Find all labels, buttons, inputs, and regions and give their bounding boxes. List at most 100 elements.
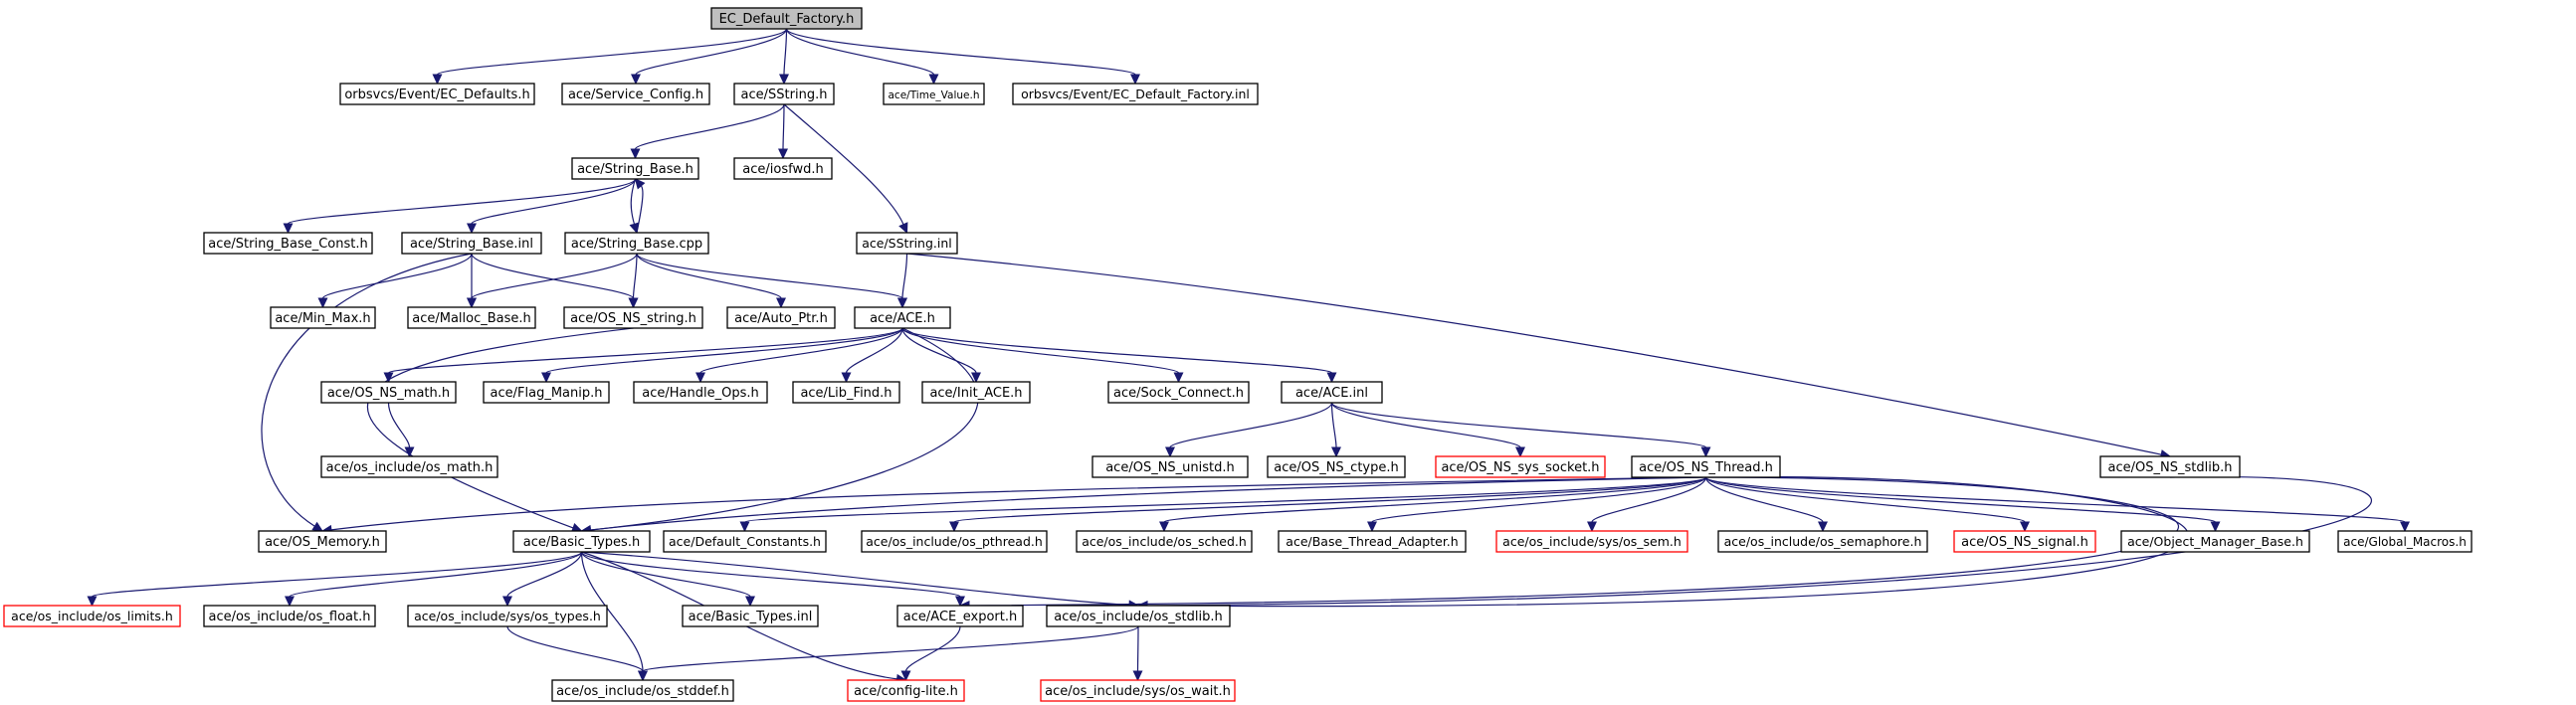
node-label-lib_find: ace/Lib_Find.h [800,386,892,401]
node-os_ns_string[interactable]: ace/OS_NS_string.h [563,306,703,329]
node-label-sstring_inl: ace/SString.inl [862,236,952,251]
node-os_ns_ctype[interactable]: ace/OS_NS_ctype.h [1267,455,1406,478]
node-ace_inl[interactable]: ace/ACE.inl [1281,381,1383,404]
node-box-sstring_inl [856,232,958,255]
node-label-ace_export: ace/ACE_export.h [903,610,1017,624]
arrowhead-os_ns_math-to-os_math [404,446,415,458]
node-os_float[interactable]: ace/os_include/os_float.h [203,605,376,627]
edge-string_base_h-to-string_base_cpp [630,178,637,225]
node-sstring_inl[interactable]: ace/SString.inl [856,232,958,255]
arrowhead-ace_h-to-handle_ops [695,372,705,384]
edge-ace_h-to-ace_inl [901,327,1333,374]
node-string_base_cpp[interactable]: ace/String_Base.cpp [564,232,709,255]
node-box-root [710,7,863,30]
edge-os_ns_thread-to-base_thread_adapter [1371,476,1707,523]
node-os_limits[interactable]: ace/os_include/os_limits.h [3,605,181,627]
node-os_stdlib[interactable]: ace/os_include/os_stdlib.h [1046,605,1231,627]
edge-os_ns_thread-to-os_sched [1163,476,1707,523]
node-time_value[interactable]: ace/Time_Value.h [883,83,985,105]
edge-os_types-to-os_stddef [506,625,644,672]
arrowhead-string_base_inl-to-os_memory [311,521,324,532]
node-ec_defaults[interactable]: orbsvcs/Event/EC_Defaults.h [339,83,535,105]
node-os_memory[interactable]: ace/OS_Memory.h [258,530,387,553]
node-os_stddef[interactable]: ace/os_include/os_stddef.h [551,679,734,702]
node-box-os_stddef [551,679,734,702]
node-base_thread_adapter[interactable]: ace/Base_Thread_Adapter.h [1278,530,1467,553]
node-os_ns_signal[interactable]: ace/OS_NS_signal.h [1953,530,2096,553]
arrowhead-string_base_h-to-string_base_const [283,223,294,235]
node-box-os_math [320,455,498,478]
node-box-global_macros [2337,530,2473,553]
node-os_sched[interactable]: ace/os_include/os_sched.h [1076,530,1253,553]
arrowhead-ace_h-to-flag_manip [541,372,551,384]
node-os_ns_sys_socket[interactable]: ace/OS_NS_sys_socket.h [1435,455,1606,478]
node-default_constants[interactable]: ace/Default_Constants.h [663,530,827,553]
edge-root-to-time_value [785,28,935,76]
node-os_math[interactable]: ace/os_include/os_math.h [320,455,498,478]
node-init_ace[interactable]: ace/Init_ACE.h [921,381,1031,404]
node-label-base_thread_adapter: ace/Base_Thread_Adapter.h [1286,534,1458,549]
node-box-ace_export [896,605,1024,627]
node-min_max[interactable]: ace/Min_Max.h [270,306,376,329]
node-object_manager_base[interactable]: ace/Object_Manager_Base.h [2120,530,2310,553]
node-basic_types_h[interactable]: ace/Basic_Types.h [512,530,651,553]
node-label-os_ns_string: ace/OS_NS_string.h [570,311,696,326]
node-os_sem[interactable]: ace/os_include/sys/os_sem.h [1495,530,1688,553]
node-box-lib_find [792,381,900,404]
node-lib_find[interactable]: ace/Lib_Find.h [792,381,900,404]
node-box-malloc_base [407,306,536,329]
nodes-layer: EC_Default_Factory.h orbsvcs/Event/EC_Def… [3,7,2473,702]
node-os_ns_unistd[interactable]: ace/OS_NS_unistd.h [1091,455,1249,478]
node-box-config_lite [847,679,965,702]
node-os_types[interactable]: ace/os_include/sys/os_types.h [407,605,608,627]
edge-string_base_inl-to-os_ns_string [471,253,635,299]
edge-basic_types_h-to-os_stddef [580,551,644,672]
node-basic_types_inl[interactable]: ace/Basic_Types.inl [682,605,819,627]
node-label-string_base_cpp: ace/String_Base.cpp [571,237,702,252]
node-os_semaphore[interactable]: ace/os_include/os_semaphore.h [1717,530,1928,553]
node-string_base_const[interactable]: ace/String_Base_Const.h [203,232,373,255]
node-handle_ops[interactable]: ace/Handle_Ops.h [633,381,768,404]
node-ace_export[interactable]: ace/ACE_export.h [896,605,1024,627]
node-global_macros[interactable]: ace/Global_Macros.h [2337,530,2473,553]
node-string_base_inl[interactable]: ace/String_Base.inl [401,232,542,255]
node-iosfwd[interactable]: ace/iosfwd.h [733,157,833,180]
node-box-os_sem [1495,530,1688,553]
node-sstring_h[interactable]: ace/SString.h [733,83,835,105]
node-label-basic_types_inl: ace/Basic_Types.inl [689,610,813,624]
node-os_pthread[interactable]: ace/os_include/os_pthread.h [861,530,1048,553]
node-sock_connect[interactable]: ace/Sock_Connect.h [1107,381,1250,404]
arrowhead-os_stdlib-to-os_stddef [638,670,648,682]
node-box-os_ns_sys_socket [1435,455,1606,478]
node-os_ns_thread[interactable]: ace/OS_NS_Thread.h [1631,455,1781,478]
node-os_ns_stdlib[interactable]: ace/OS_NS_stdlib.h [2099,455,2241,478]
node-label-os_math: ace/os_include/os_math.h [326,460,494,475]
node-malloc_base[interactable]: ace/Malloc_Base.h [407,306,536,329]
node-label-sock_connect: ace/Sock_Connect.h [1113,386,1244,401]
node-string_base_h[interactable]: ace/String_Base.h [571,157,699,180]
arrowhead-string_base_cpp-to-os_ns_string [628,297,639,309]
node-label-os_float: ace/os_include/os_float.h [208,610,370,624]
node-label-os_wait: ace/os_include/sys/os_wait.h [1045,684,1231,699]
edge-string_base_h-to-string_base_inl [471,178,637,225]
node-ec_factory_inl[interactable]: orbsvcs/Event/EC_Default_Factory.inl [1012,83,1259,105]
node-ace_h[interactable]: ace/ACE.h [854,306,951,329]
edge-basic_types_h-to-basic_types_inl [580,551,751,598]
node-label-root: EC_Default_Factory.h [719,12,855,27]
node-os_ns_math[interactable]: ace/OS_NS_math.h [320,381,457,404]
node-service_config[interactable]: ace/Service_Config.h [561,83,710,105]
node-box-os_ns_signal [1953,530,2096,553]
edge-os_ns_thread-to-basic_types_h [590,476,1706,531]
node-auto_ptr[interactable]: ace/Auto_Ptr.h [726,306,836,329]
node-box-object_manager_base [2120,530,2310,553]
arrowhead-sstring_inl-to-ace_h [897,297,907,309]
arrowhead-ace_h-to-os_ns_math [383,372,394,384]
node-config_lite[interactable]: ace/config-lite.h [847,679,965,702]
node-label-malloc_base: ace/Malloc_Base.h [412,311,531,326]
node-box-os_semaphore [1717,530,1928,553]
edge-root-to-ec_defaults [436,28,788,76]
node-box-os_ns_ctype [1267,455,1406,478]
node-flag_manip[interactable]: ace/Flag_Manip.h [483,381,610,404]
node-os_wait[interactable]: ace/os_include/sys/os_wait.h [1040,679,1236,702]
node-box-os_ns_thread [1631,455,1781,478]
